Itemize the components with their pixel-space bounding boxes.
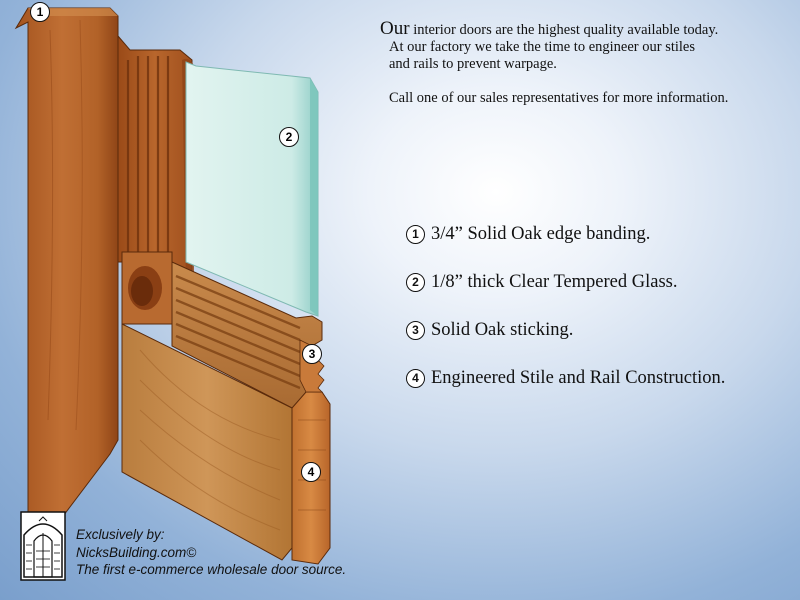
callout-3-marker: 3: [302, 344, 322, 364]
intro-line-2: At our factory we take the time to engin…: [389, 39, 696, 55]
feature-number-4: 4: [406, 368, 425, 388]
intro-line-1: Our interior doors are the highest quali…: [380, 18, 795, 39]
footer-text: Exclusively by: NicksBuilding.com© The f…: [76, 526, 436, 579]
intro-lead-word: Our: [380, 18, 410, 39]
intro-line-4: Call one of our sales representatives fo…: [389, 90, 729, 106]
footer-line-1: Exclusively by:: [76, 527, 165, 542]
callout-2-marker: 2: [279, 127, 299, 147]
door-logo-icon: [20, 511, 66, 581]
feature-text-1: 3/4” Solid Oak edge banding.: [431, 223, 651, 244]
footer-line-2: NicksBuilding.com©: [76, 544, 197, 560]
feature-item-3: 3 Solid Oak sticking.: [406, 306, 800, 354]
feature-item-4: 4 Engineered Stile and Rail Construction…: [406, 354, 800, 402]
intro-text: Our interior doors are the highest quali…: [380, 18, 795, 107]
feature-number-2: 2: [406, 272, 425, 292]
feature-text-3: Solid Oak sticking.: [431, 319, 574, 340]
intro-line-3: and rails to prevent warpage.: [389, 56, 557, 72]
feature-item-1: 1 3/4” Solid Oak edge banding.: [406, 210, 800, 258]
feature-number-1: 1: [406, 224, 425, 244]
footer-line-3: The first e-commerce wholesale door sour…: [76, 562, 347, 577]
feature-item-2: 2 1/8” thick Clear Tempered Glass.: [406, 258, 800, 306]
callout-4-marker: 4: [301, 462, 321, 482]
feature-text-2: 1/8” thick Clear Tempered Glass.: [431, 271, 678, 292]
intro-line-1-rest: interior doors are the highest quality a…: [409, 22, 719, 38]
feature-number-3: 3: [406, 320, 425, 340]
feature-list: 1 3/4” Solid Oak edge banding. 2 1/8” th…: [406, 210, 800, 402]
callout-1-marker: 1: [30, 2, 50, 22]
feature-text-4: Engineered Stile and Rail Construction.: [431, 367, 726, 388]
